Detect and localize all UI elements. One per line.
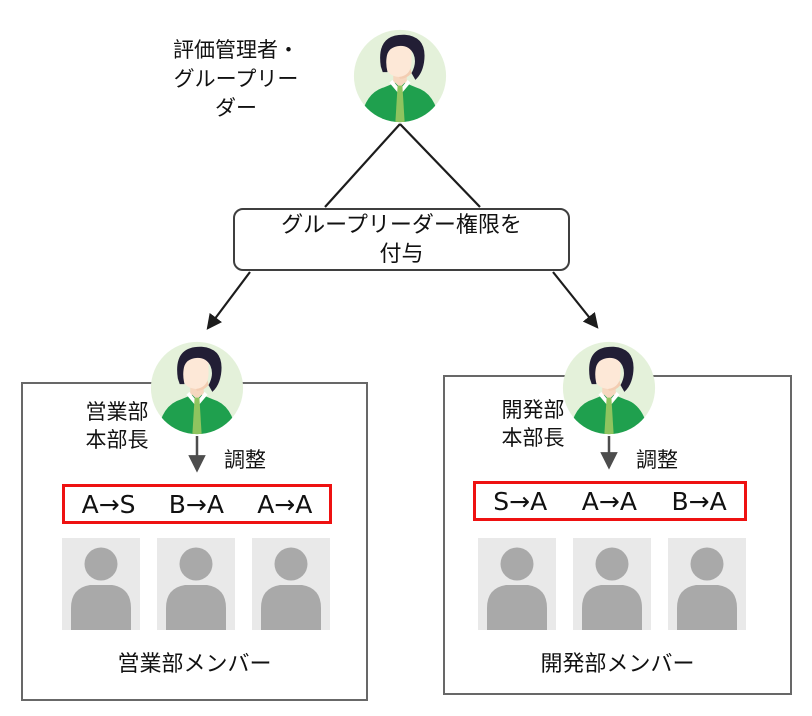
sales-manager-avatar-icon [149,340,245,436]
arrow-box-to-dev-manager [552,271,599,329]
rating-change: B→A [671,486,727,516]
dev-adjust-label: 調整 [636,448,678,472]
person-silhouette-icon [478,538,556,630]
rating-change: A→A [257,489,313,519]
sales-members-row [62,538,330,630]
dev-manager-label: 開発部 本部長 [501,398,565,450]
sales-adjust-label: 調整 [224,448,266,472]
person-silhouette-icon [157,538,235,630]
dev-manager-avatar-icon [561,340,657,436]
line-admin-to-box-left [324,123,401,208]
person-silhouette-icon [252,538,330,630]
sales-ratings-box: A→S B→A A→A [62,484,332,524]
person-silhouette-icon [573,538,651,630]
rating-change: A→A [581,486,637,516]
rating-change: S→A [493,486,548,516]
grant-permission-label: グループリーダー権限を 付与 [281,212,522,267]
dev-members-label: 開発部メンバー [540,652,695,677]
person-silhouette-icon [668,538,746,630]
rating-change: B→A [168,489,224,519]
dev-ratings-box: S→A A→A B→A [473,481,747,521]
sales-members-label: 営業部メンバー [117,652,272,677]
person-silhouette-icon [62,538,140,630]
grant-permission-box: グループリーダー権限を 付与 [233,208,570,271]
admin-label: 評価管理者・ グループリー ダー [173,38,299,120]
arrow-box-to-sales-manager [206,271,251,330]
line-admin-to-box-right [399,123,481,208]
rating-change: A→S [81,489,136,519]
sales-manager-label: 営業部 本部長 [85,400,149,452]
admin-avatar-icon [352,28,448,124]
dev-members-row [478,538,746,630]
